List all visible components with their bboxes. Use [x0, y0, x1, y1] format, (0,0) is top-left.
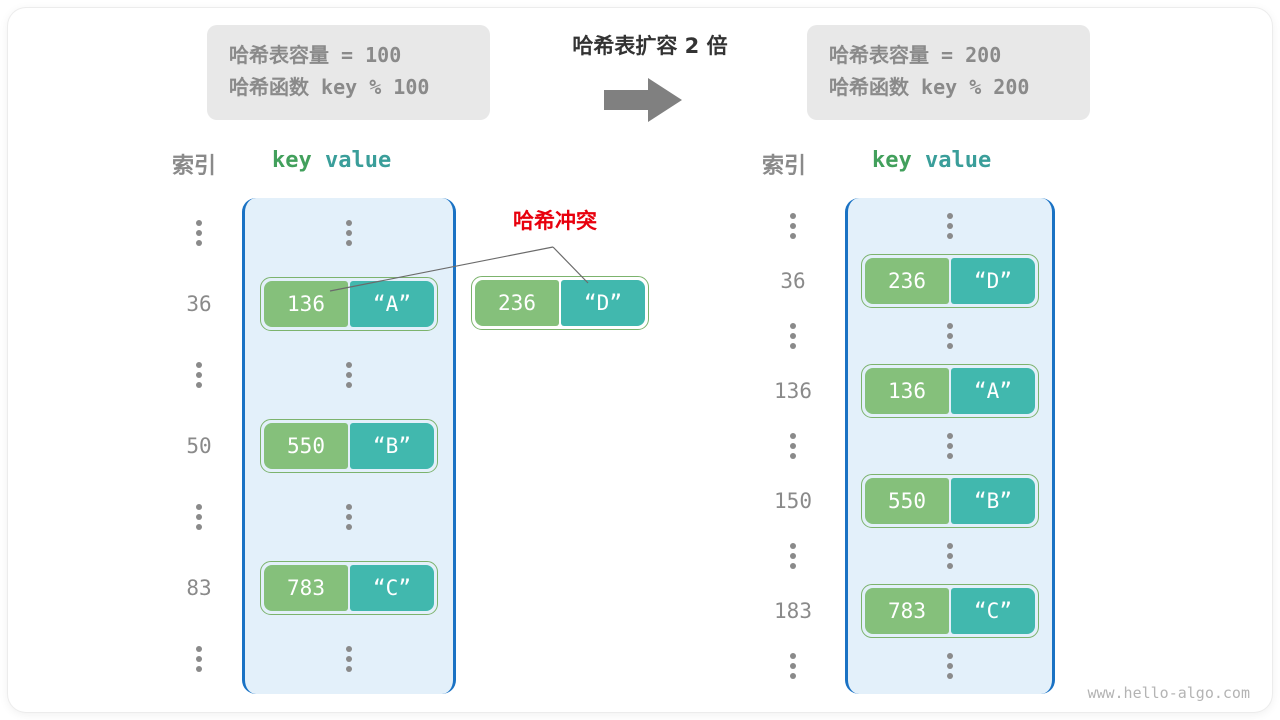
right-key-header: key	[872, 148, 912, 173]
value-cell: “B”	[350, 423, 434, 469]
key-value-pair: 136“A”	[260, 277, 438, 332]
capacity-value-after: = 200	[929, 43, 1002, 67]
ellipsis-dots	[947, 543, 953, 570]
left-value-header: value	[325, 148, 392, 173]
right-index-header: 索引	[762, 154, 807, 179]
capacity-line-after: 哈希表容量 = 200	[829, 39, 1068, 71]
ellipsis-dots	[947, 433, 953, 459]
key-value-pair: 783“C”	[260, 560, 438, 615]
value-cell: “D”	[561, 280, 645, 326]
ellipsis-dots	[947, 212, 953, 239]
index-ellipsis-dots	[196, 220, 202, 247]
page-frame	[8, 8, 1272, 712]
key-cell: 236	[865, 257, 949, 304]
key-cell: 550	[264, 423, 348, 469]
index-ellipsis-dots	[790, 653, 796, 680]
index-ellipsis-dots	[196, 503, 202, 530]
ellipsis-dots	[346, 362, 352, 389]
capacity-label-before: 哈希表容量	[229, 43, 329, 67]
ellipsis-dots	[947, 322, 953, 349]
ellipsis-dots	[346, 645, 352, 672]
left-index-header: 索引	[172, 154, 217, 179]
key-value-pair: 136“A”	[861, 363, 1039, 418]
key-cell: 236	[475, 280, 559, 326]
index-ellipsis-dots	[790, 543, 796, 570]
ellipsis-dots	[346, 220, 352, 247]
index-label: 50	[186, 434, 212, 458]
hashfunc-label-before: 哈希函数	[229, 75, 309, 99]
key-value-pair: 783“C”	[861, 584, 1039, 639]
right-kv-header: key value	[872, 148, 991, 173]
index-label: 150	[774, 489, 812, 514]
index-label: 83	[186, 575, 212, 600]
index-ellipsis-dots	[790, 433, 796, 459]
hashfunc-line-after: 哈希函数 key % 200	[829, 71, 1068, 103]
collision-label: 哈希冲突	[513, 209, 597, 233]
capacity-value-before: = 100	[329, 43, 402, 67]
page-title: 哈希表扩容 2 倍	[572, 34, 728, 58]
ellipsis-dots	[346, 503, 352, 530]
key-value-pair: 550“B”	[260, 419, 438, 473]
key-cell: 136	[264, 281, 348, 328]
index-label: 36	[780, 268, 806, 293]
value-cell: “C”	[350, 564, 434, 611]
index-ellipsis-dots	[196, 362, 202, 389]
index-ellipsis-dots	[790, 212, 796, 239]
hashfunc-line-before: 哈希函数 key % 100	[229, 71, 468, 103]
value-cell: “A”	[350, 281, 434, 328]
capacity-line-before: 哈希表容量 = 100	[229, 39, 468, 71]
index-label: 36	[186, 292, 212, 317]
left-kv-header: key value	[272, 148, 391, 173]
watermark: www.hello-algo.com	[1087, 684, 1250, 702]
index-label: 183	[774, 599, 812, 624]
left-key-header: key	[272, 148, 312, 173]
key-value-pair: 550“B”	[861, 474, 1039, 529]
key-cell: 783	[264, 564, 348, 611]
hashfunc-value-after: key % 200	[909, 75, 1030, 99]
index-label: 136	[774, 378, 812, 403]
value-cell: “A”	[951, 367, 1035, 414]
value-cell: “D”	[951, 257, 1035, 304]
colliding-key-value-pair: 236“D”	[471, 276, 649, 330]
hashfunc-label-after: 哈希函数	[829, 75, 909, 99]
value-cell: “B”	[951, 478, 1035, 525]
index-ellipsis-dots	[790, 322, 796, 349]
hashfunc-value-before: key % 100	[309, 75, 430, 99]
capacity-label-after: 哈希表容量	[829, 43, 929, 67]
key-cell: 550	[865, 478, 949, 525]
right-value-header: value	[925, 148, 992, 173]
key-value-pair: 236“D”	[861, 253, 1039, 308]
key-cell: 783	[865, 588, 949, 635]
key-cell: 136	[865, 367, 949, 414]
value-cell: “C”	[951, 588, 1035, 635]
right-arrow-icon	[604, 78, 682, 122]
ellipsis-dots	[947, 653, 953, 680]
info-box-before: 哈希表容量 = 100 哈希函数 key % 100	[207, 25, 490, 120]
index-ellipsis-dots	[196, 645, 202, 672]
info-box-after: 哈希表容量 = 200 哈希函数 key % 200	[807, 25, 1090, 120]
